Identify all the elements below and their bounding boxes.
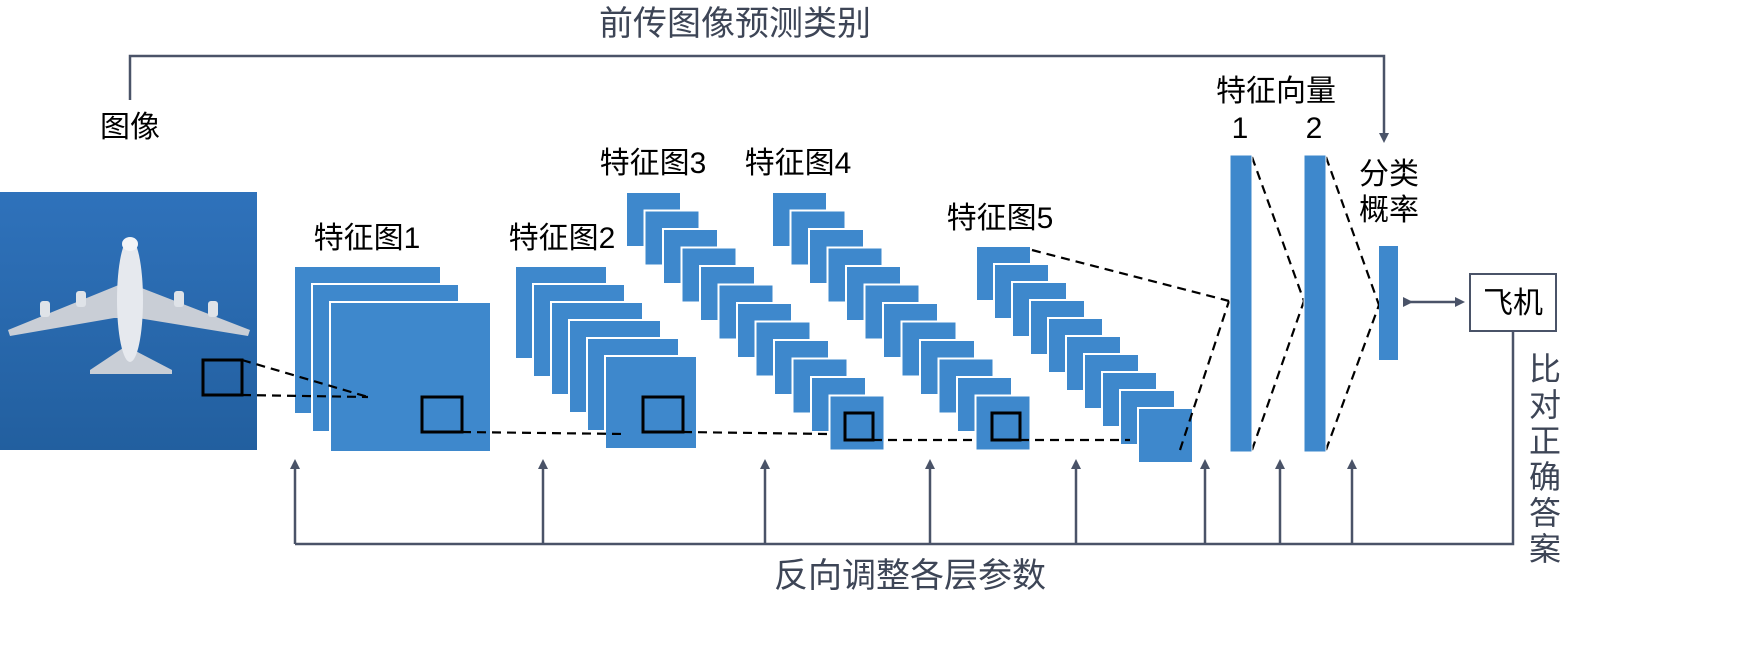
feature-map-label-4: 特征图4 [745,147,852,180]
compare-char-6: 案 [1529,531,1561,567]
backward-title: 反向调整各层参数 [774,557,1046,595]
output-box [1469,273,1557,332]
class-probability-bar [1379,246,1398,360]
receptive-window-image [201,358,244,397]
feature-map-layer [1137,407,1194,464]
receptive-window-fm2 [641,395,685,434]
receptive-window-fm4 [990,411,1022,442]
image-label: 图像 [100,111,160,144]
feature-vector-title: 特征向量 [1216,75,1336,108]
feature-map-stack-3 [625,191,886,452]
forward-title: 前传图像预测类别 [599,5,871,43]
feature-map-layer [329,301,492,453]
forward-arrow [128,54,1389,143]
airplane-image [0,192,257,450]
class-prob-label-2: 概率 [1359,194,1419,227]
projection-lines [241,156,1381,451]
feature-map-stack-2 [514,265,698,450]
backward-path [295,331,1515,546]
feature-map-layer [828,394,886,452]
feature-vector-2 [1303,154,1327,453]
feature-vector-1 [1229,154,1253,453]
feedback-arrows [290,459,1357,544]
compare-char-3: 正 [1529,423,1561,459]
receptive-window-fm1 [420,395,464,434]
compare-label: 比 对 正 确 答 案 [1529,351,1561,567]
receptive-window-fm3 [843,411,875,442]
output-label: 飞机 [1483,287,1543,320]
compare-char-2: 对 [1529,387,1561,423]
feature-map-layer [974,394,1032,452]
compare-char-4: 确 [1529,459,1561,495]
feature-map-label-5: 特征图5 [947,202,1054,235]
feature-vector-label-2: 2 [1306,112,1323,145]
feature-map-stack-5 [975,245,1194,464]
compare-char-1: 比 [1529,351,1561,387]
feature-map-stack-4 [771,191,1032,452]
compare-char-5: 答 [1529,495,1561,531]
feature-vector-label-1: 1 [1232,112,1249,145]
feature-map-label-2: 特征图2 [509,222,616,255]
feature-map-label-1: 特征图1 [314,222,421,255]
feature-map-stack-1 [293,265,492,453]
class-prob-label-1: 分类 [1359,158,1419,191]
feature-map-label-3: 特征图3 [600,147,707,180]
